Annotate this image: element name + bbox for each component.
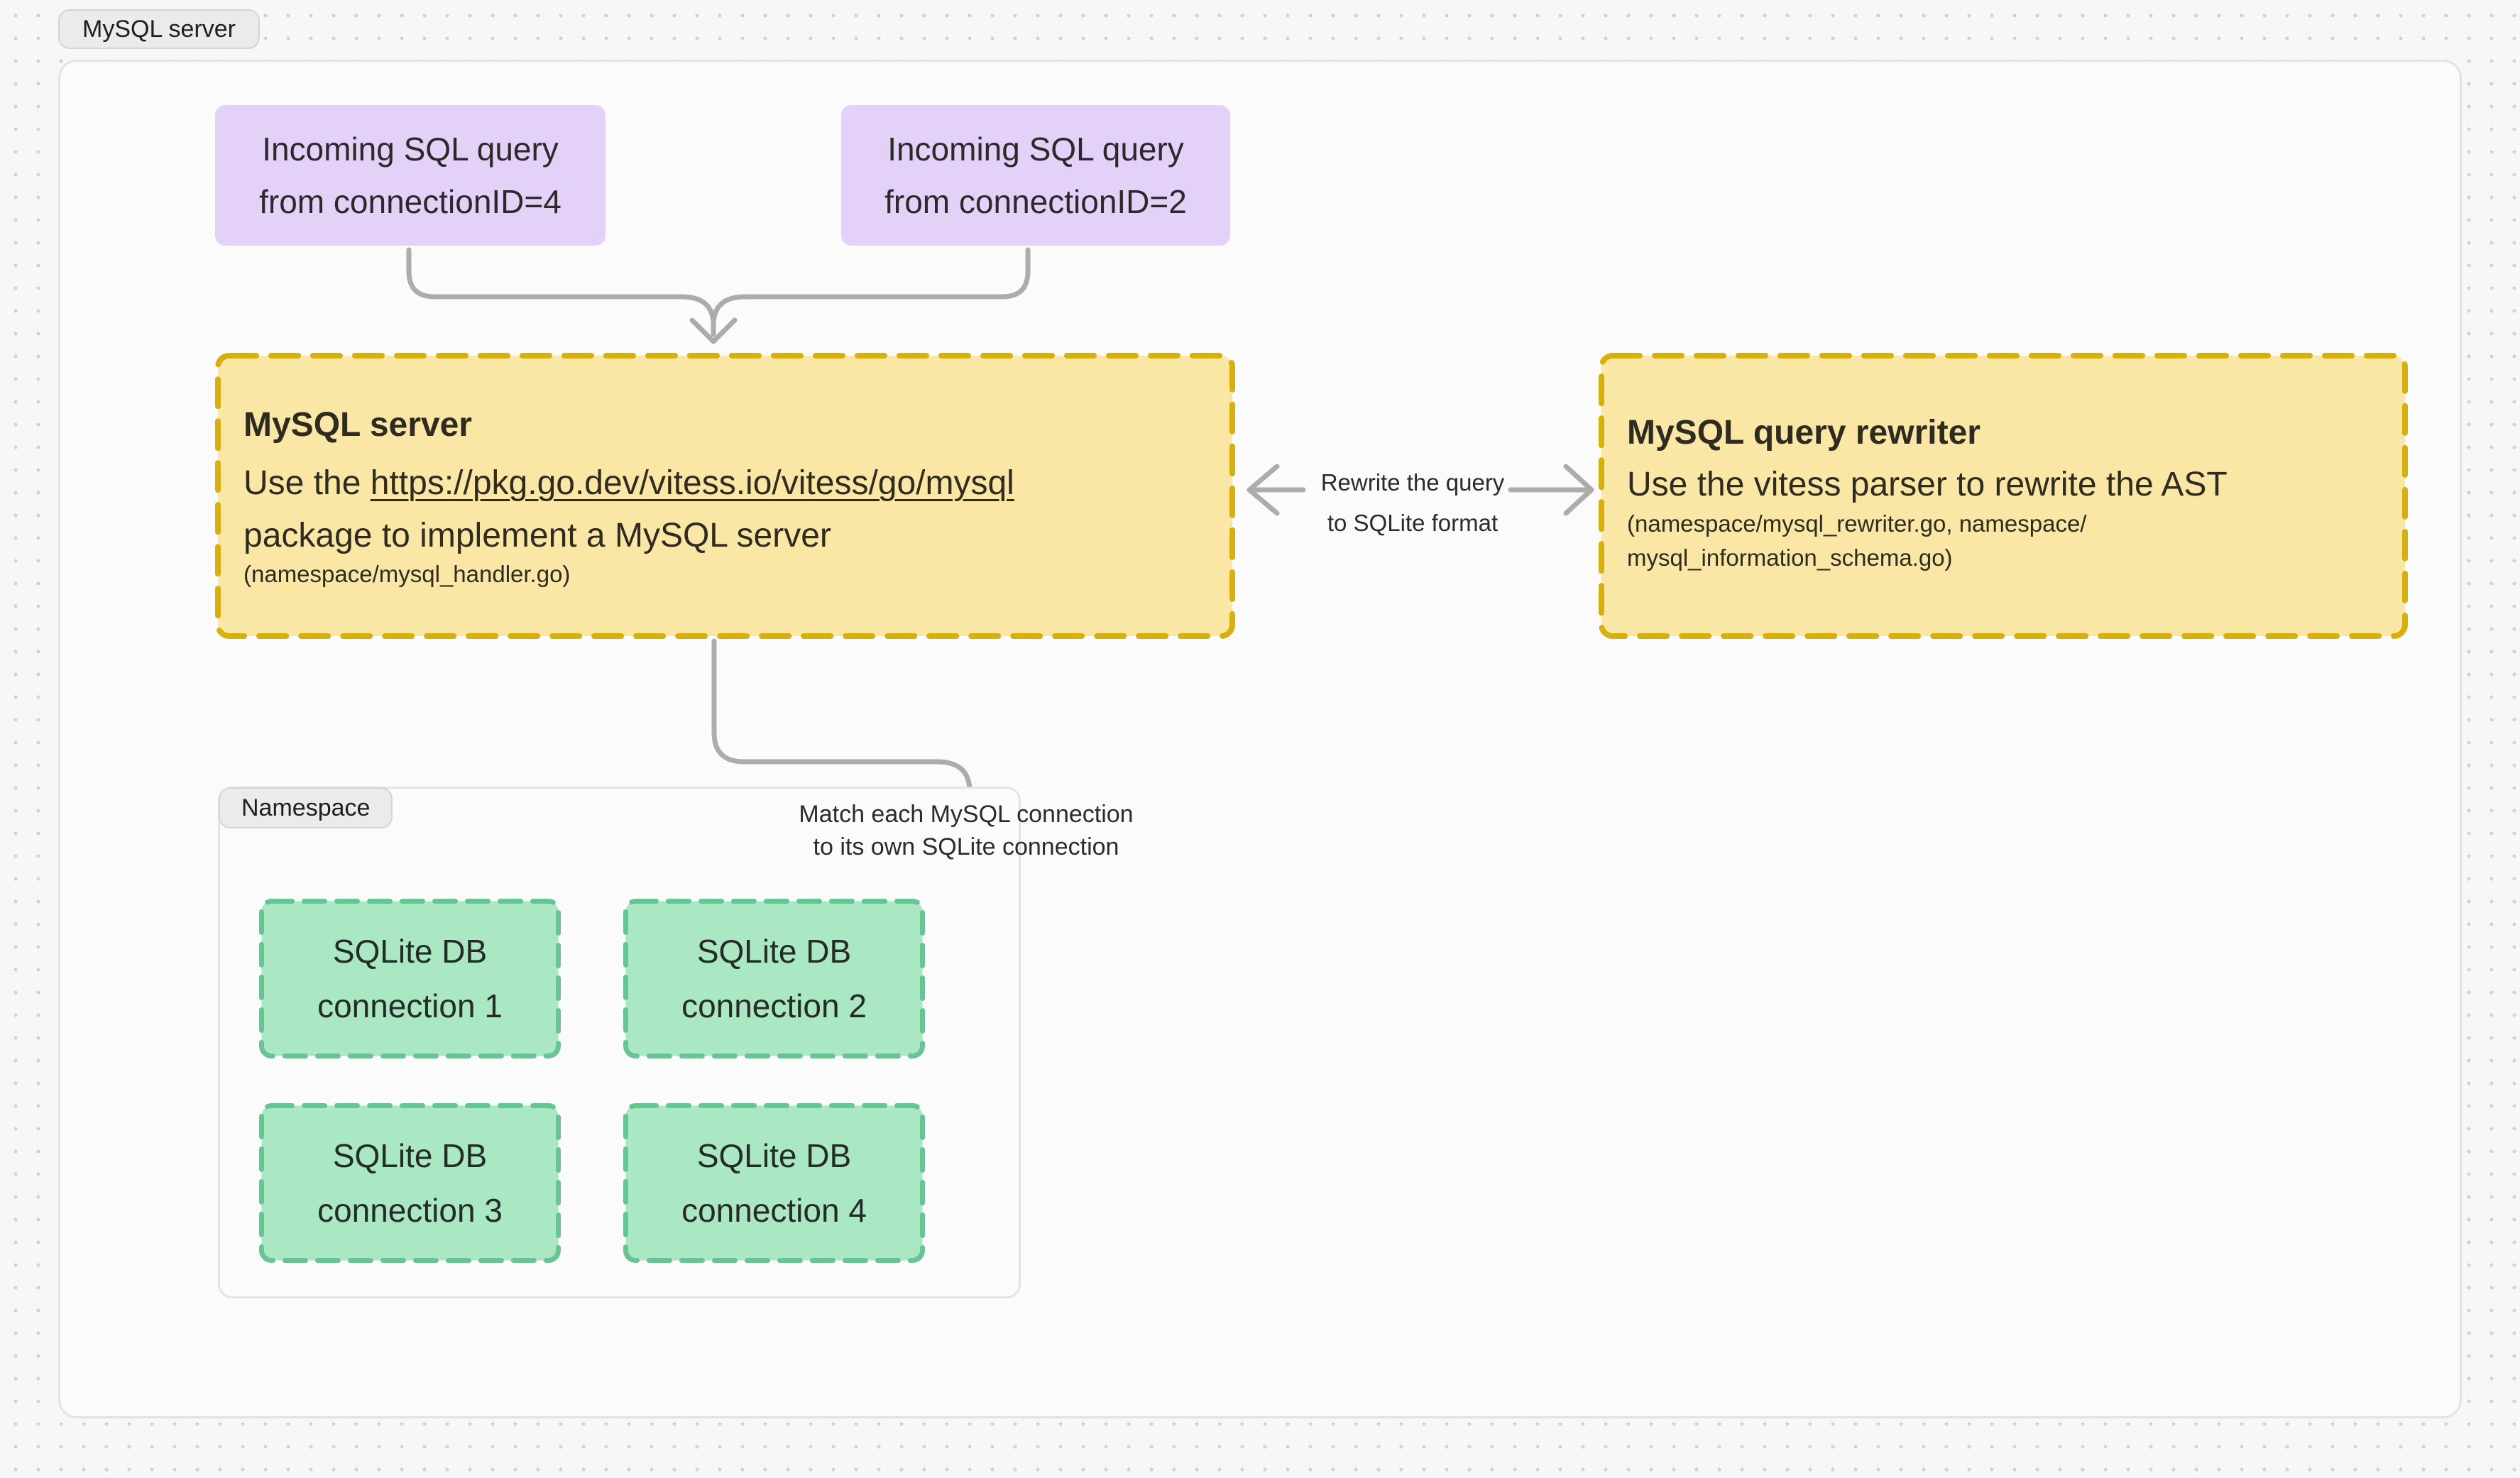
frame-label-mysql-server[interactable]: MySQL server xyxy=(58,9,261,49)
box-mysql-server[interactable]: MySQL server Use the https://pkg.go.dev/… xyxy=(215,353,1235,639)
label-line: to SQLite format xyxy=(1327,510,1499,536)
label-line: to its own SQLite connection xyxy=(813,833,1119,860)
connection-line: SQLite DB xyxy=(696,1137,852,1174)
box-sqlite-connection-4[interactable]: SQLite DB connection 4 xyxy=(623,1103,925,1263)
mysql-server-body-line2: package to implement a MySQL server xyxy=(243,517,831,554)
box-sqlite-connection-2[interactable]: SQLite DB connection 2 xyxy=(623,899,925,1058)
note-line: Incoming SQL query xyxy=(887,131,1184,168)
label-match-connections[interactable]: Match each MySQL connection to its own S… xyxy=(791,798,1141,863)
rewriter-title: MySQL query rewriter xyxy=(1627,414,1981,451)
connection-line: connection 3 xyxy=(317,1191,503,1229)
connection-line: connection 2 xyxy=(681,987,867,1024)
note-line: from connectionID=4 xyxy=(259,183,561,220)
dashed-border-green xyxy=(259,1103,561,1263)
body-prefix: Use the xyxy=(243,464,371,502)
connection-line: SQLite DB xyxy=(696,932,852,970)
note-line: from connectionID=2 xyxy=(884,183,1187,220)
box-mysql-query-rewriter[interactable]: MySQL query rewriter Use the vitess pars… xyxy=(1599,353,2408,639)
mysql-server-note: (namespace/mysql_handler.go) xyxy=(243,561,571,587)
note-incoming-query-2[interactable]: Incoming SQL query from connectionID=2 xyxy=(841,105,1230,246)
dashed-border-yellow xyxy=(1599,353,2408,639)
frame-label-text: MySQL server xyxy=(82,15,236,43)
connection-line: SQLite DB xyxy=(332,932,488,970)
dashed-border-green xyxy=(623,899,925,1058)
connection-line: connection 4 xyxy=(681,1191,867,1229)
dashed-border-green xyxy=(623,1103,925,1263)
rewriter-body: Use the vitess parser to rewrite the AST xyxy=(1627,466,2228,503)
label-rewrite-query[interactable]: Rewrite the query to SQLite format xyxy=(1288,462,1537,543)
frame-label-namespace[interactable]: Namespace xyxy=(219,787,393,828)
mysql-server-body-line1: Use the https://pkg.go.dev/vitess.io/vit… xyxy=(243,465,1014,502)
mysql-server-title: MySQL server xyxy=(243,406,472,444)
connection-line: connection 1 xyxy=(317,987,503,1024)
box-sqlite-connection-3[interactable]: SQLite DB connection 3 xyxy=(259,1103,561,1263)
box-sqlite-connection-1[interactable]: SQLite DB connection 1 xyxy=(259,899,561,1058)
note-incoming-query-4[interactable]: Incoming SQL query from connectionID=4 xyxy=(215,105,606,246)
connection-line: SQLite DB xyxy=(332,1137,488,1174)
label-line: Rewrite the query xyxy=(1320,469,1505,496)
dashed-border-yellow xyxy=(215,353,1235,639)
note-line: Incoming SQL query xyxy=(262,131,559,168)
vitess-package-link[interactable]: https://pkg.go.dev/vitess.io/vitess/go/m… xyxy=(370,464,1014,502)
rewriter-note-line2: mysql_information_schema.go) xyxy=(1627,544,1953,571)
label-line: Match each MySQL connection xyxy=(799,801,1134,828)
rewriter-note-line1: (namespace/mysql_rewriter.go, namespace/ xyxy=(1627,510,2087,537)
dashed-border-green xyxy=(259,899,561,1058)
frame-label-text: Namespace xyxy=(241,794,371,821)
